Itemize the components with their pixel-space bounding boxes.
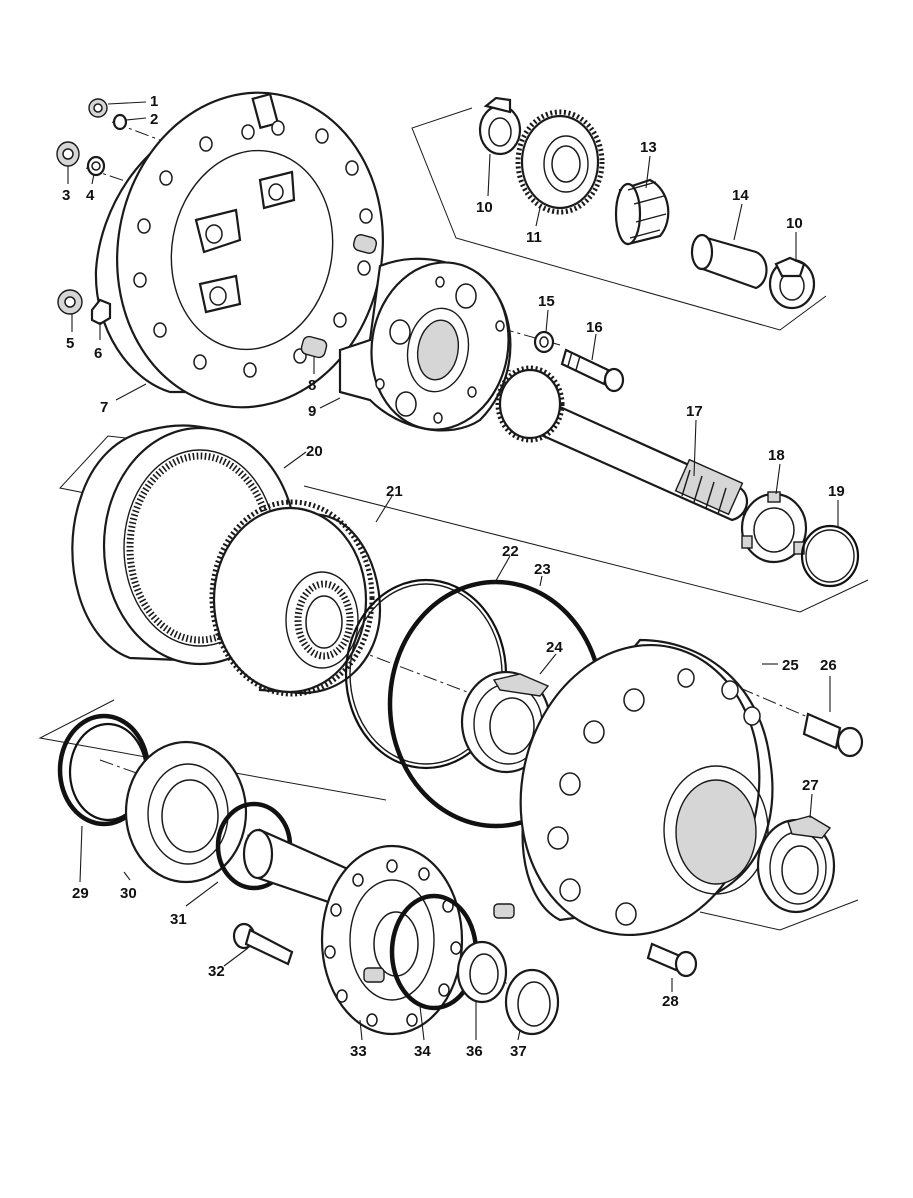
callout-6: 6 <box>94 345 102 362</box>
callout-29: 29 <box>72 885 89 902</box>
callout-27: 27 <box>802 777 819 794</box>
part-9-planet-carrier <box>338 257 512 432</box>
planet-gear-group <box>478 96 816 310</box>
callout-5: 5 <box>66 335 74 352</box>
callout-21: 21 <box>386 483 403 500</box>
parts-29-30-seals <box>57 713 293 891</box>
callout-10-upper: 10 <box>476 199 493 216</box>
parts-34-36-37-rings <box>389 893 560 1036</box>
callout-31: 31 <box>170 911 187 928</box>
part-8-dowel-pins <box>300 234 378 359</box>
part-26-wheel-stud <box>802 712 864 758</box>
callout-22: 22 <box>502 543 519 560</box>
part-32-bolt <box>232 922 294 966</box>
callout-labels: 1 2 3 4 5 6 7 8 9 10 11 13 14 10 15 16 1… <box>62 93 845 1060</box>
part-28-bolt <box>646 942 698 978</box>
part-7-planet-carrier-flange <box>94 91 384 409</box>
callout-13: 13 <box>640 139 657 156</box>
callout-34: 34 <box>414 1043 431 1060</box>
callout-4: 4 <box>86 187 95 204</box>
parts-15-16-bolt-washer <box>533 330 625 393</box>
parts-1-6-fasteners <box>56 98 128 326</box>
callout-19: 19 <box>828 483 845 500</box>
callout-9: 9 <box>308 403 316 420</box>
callout-37: 37 <box>510 1043 527 1060</box>
part-25-wheel-hub <box>519 638 774 937</box>
part-24-tapered-bearing <box>460 670 552 774</box>
callout-3: 3 <box>62 187 70 204</box>
callout-7: 7 <box>100 399 108 416</box>
callout-11: 11 <box>526 229 542 246</box>
callout-33: 33 <box>350 1043 367 1060</box>
callout-24: 24 <box>546 639 563 656</box>
parts-18-19-nut-circlip <box>740 491 860 588</box>
callout-30: 30 <box>120 885 137 902</box>
part-27-tapered-bearing <box>756 815 836 914</box>
callout-16: 16 <box>586 319 603 336</box>
callout-32: 32 <box>208 963 225 980</box>
leader-lines <box>67 101 839 1041</box>
part-21-hub-gear <box>209 499 382 697</box>
callout-15: 15 <box>538 293 555 310</box>
callout-23: 23 <box>534 561 551 578</box>
callout-2: 2 <box>150 111 158 128</box>
callout-36: 36 <box>466 1043 483 1060</box>
part-17-sun-gear-shaft <box>495 365 749 522</box>
callout-28: 28 <box>662 993 679 1010</box>
callout-10-lower: 10 <box>786 215 803 232</box>
callout-20: 20 <box>306 443 323 460</box>
callout-14: 14 <box>732 187 749 204</box>
callout-25: 25 <box>782 657 799 674</box>
callout-26: 26 <box>820 657 837 674</box>
callout-1: 1 <box>150 93 158 110</box>
callout-17: 17 <box>686 403 703 420</box>
callout-18: 18 <box>768 447 785 464</box>
callout-8: 8 <box>308 377 316 394</box>
